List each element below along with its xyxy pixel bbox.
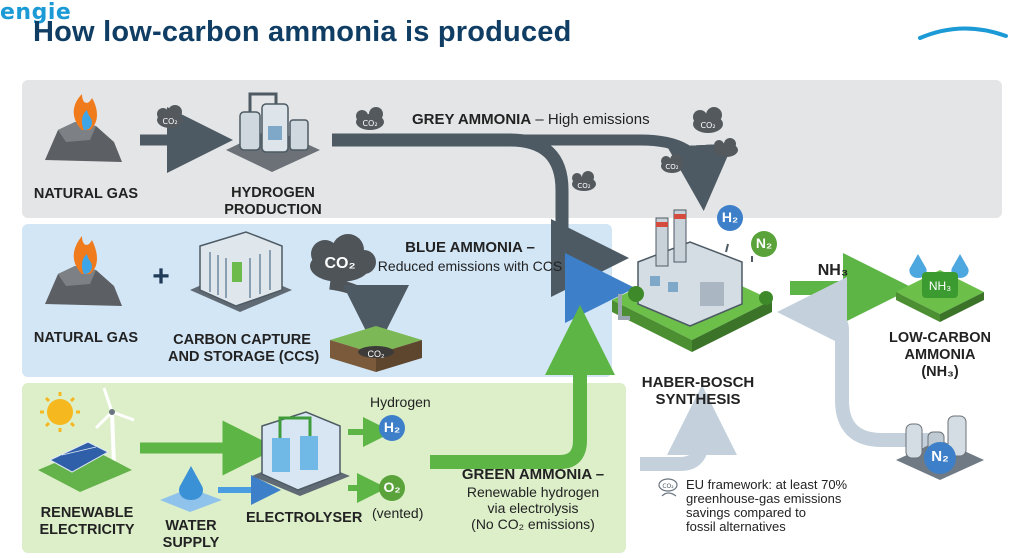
- grey-route-desc: High emissions: [547, 111, 650, 128]
- engie-logo: engie: [0, 0, 72, 25]
- co2-label: CO₂: [577, 182, 590, 190]
- co2-cloud-icon-4: CO₂: [661, 154, 683, 173]
- vented-label: (vented): [372, 505, 424, 521]
- renewable-label-1: RENEWABLE: [40, 505, 134, 521]
- footnote-co2-leaf-icon: CO₂: [658, 478, 678, 497]
- water-drop-icon: [160, 466, 222, 512]
- sun-icon: [40, 392, 80, 432]
- electrolyser-label: ELECTROLYSER: [246, 510, 363, 526]
- haber-bosch-label-2: SYNTHESIS: [655, 391, 741, 408]
- hydrogen-production-label-1: HYDROGEN: [231, 185, 315, 201]
- hydrogen-label: Hydrogen: [370, 394, 431, 410]
- green-route-desc-1: Renewable hydrogen: [466, 484, 600, 500]
- o2-badge-icon: [379, 475, 405, 501]
- low-carbon-ammonia-icon: [896, 254, 984, 322]
- grey-route-arrow-branch: [520, 134, 734, 211]
- flame-rock-icon: [45, 236, 122, 306]
- electrolyser-icon: [252, 411, 350, 496]
- nh3-badge-label: NH₃: [928, 279, 952, 293]
- hydrogen-production-label-2: PRODUCTION: [224, 202, 322, 218]
- co2-cloud-label: CO₂: [324, 255, 356, 272]
- flame-rock-icon: [45, 94, 122, 162]
- ccs-label-1: CARBON CAPTURE: [173, 332, 311, 348]
- green-route-arrow: [430, 305, 615, 469]
- blue-natural-gas-label: NATURAL GAS: [33, 330, 139, 346]
- co2-storage-label: CO₂: [367, 349, 385, 359]
- co2-label: CO₂: [700, 121, 715, 130]
- water-supply-label-2: SUPPLY: [162, 535, 220, 551]
- footnote-icon-label: CO₂: [662, 483, 674, 490]
- co2-cloud-icon-5: [714, 138, 738, 157]
- nh3-arrow-label: NH₃: [817, 262, 849, 279]
- haber-bosch-plant-icon: [612, 209, 773, 352]
- co2-label: CO₂: [362, 119, 377, 128]
- blue-route-desc: Reduced emissions with CCS: [377, 258, 563, 274]
- blue-route-title: BLUE AMMONIA –: [405, 239, 535, 256]
- co2-cloud-icon-large: [310, 234, 376, 282]
- green-o2-label: O₂: [383, 479, 401, 495]
- h2-input-badge-icon: [717, 205, 743, 231]
- haber-bosch-label-1: HABER-BOSCH: [641, 374, 755, 391]
- n2-badge-label: N₂: [931, 448, 949, 465]
- green-route-desc-3: (No CO₂ emissions): [471, 516, 595, 532]
- co2-cloud-icon-3: CO₂: [693, 107, 723, 133]
- green-to-synthesis-arrow: [640, 385, 737, 471]
- co2-label: CO₂: [665, 163, 678, 171]
- footnote-line-1: EU framework: at least 70%: [686, 477, 848, 492]
- engie-logo-arc: [918, 26, 1008, 40]
- co2-cloud-icon-2: CO₂: [356, 107, 384, 130]
- footnote-line-3: savings compared to: [686, 505, 806, 520]
- co2-storage-ground-icon: [330, 326, 422, 372]
- green-route-desc-2: via electrolysis: [487, 500, 579, 516]
- green-h2-label: H₂: [383, 419, 401, 435]
- plus-sign: +: [152, 260, 170, 293]
- low-carbon-label-3: (NH₃): [921, 364, 959, 380]
- h2-badge-icon: [379, 415, 405, 441]
- grey-route-title: GREY AMMONIA: [412, 111, 532, 128]
- co2-cloud-icon-1: CO₂: [157, 105, 183, 128]
- renewable-label-2: ELECTRICITY: [39, 522, 135, 538]
- footnote-line-2: greenhouse-gas emissions: [686, 491, 842, 506]
- low-carbon-label-1: LOW-CARBON: [889, 330, 991, 346]
- wind-turbine-icon: [94, 387, 135, 467]
- nitrogen-tank-icon: [896, 415, 984, 480]
- center-n2-label: N₂: [755, 235, 773, 251]
- green-route-title: GREEN AMMONIA –: [461, 466, 605, 483]
- n2-input-badge-icon: [751, 231, 777, 257]
- water-supply-label-1: WATER: [165, 518, 217, 534]
- center-h2-label: H₂: [721, 209, 739, 225]
- low-carbon-label-2: AMMONIA: [904, 347, 976, 363]
- grey-route-heading: GREY AMMONIA – High emissions: [412, 112, 650, 128]
- ccs-label-2: AND STORAGE (CCS): [168, 349, 320, 365]
- co2-label: CO₂: [162, 117, 177, 126]
- co2-cloud-icon-6: CO₂: [572, 171, 596, 191]
- grey-route-dash: –: [535, 111, 544, 128]
- ccs-unit-icon: [190, 231, 292, 312]
- hydrogen-production-icon: [226, 92, 320, 172]
- grey-natural-gas-label: NATURAL GAS: [33, 186, 139, 202]
- solar-panel-icon: [38, 441, 132, 492]
- nitrogen-return-arrow: [777, 277, 940, 447]
- page-title: How low-carbon ammonia is produced: [33, 16, 572, 48]
- footnote-line-4: fossil alternatives: [686, 519, 786, 534]
